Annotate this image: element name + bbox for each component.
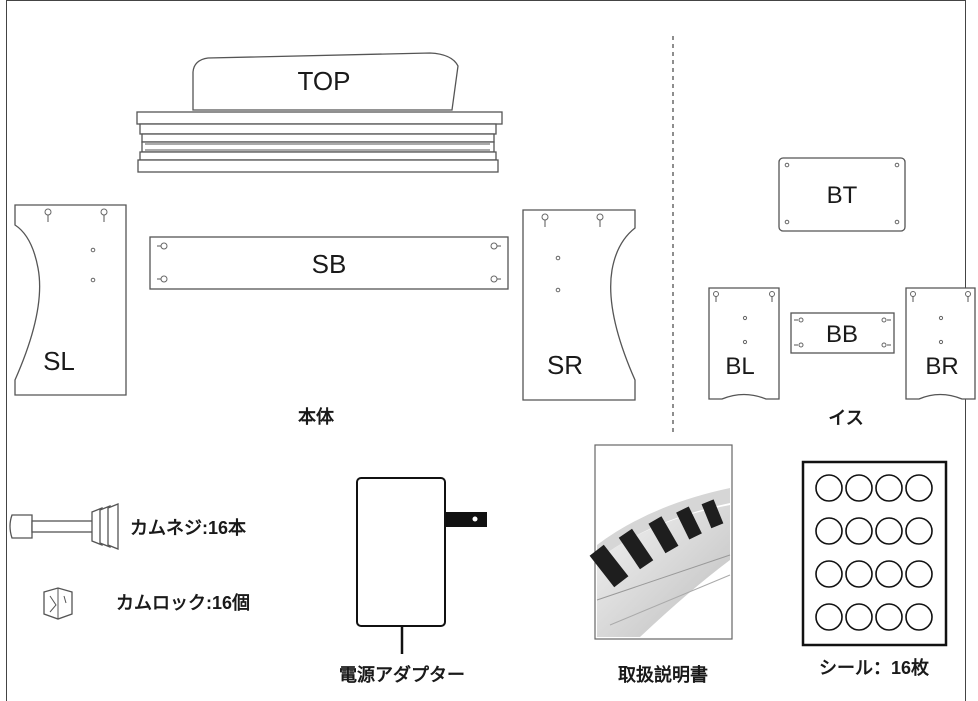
bench-caption: イス xyxy=(828,408,863,428)
part-top-label: TOP xyxy=(298,66,351,96)
part-br: BR xyxy=(905,287,976,400)
part-sl-label: SL xyxy=(43,346,75,376)
part-br-label: BR xyxy=(925,353,958,380)
cam-screw-icon xyxy=(9,503,119,550)
part-bl: BL xyxy=(708,287,780,400)
part-sb-label: SB xyxy=(312,249,347,279)
sticker-label: シール：16枚 xyxy=(819,657,930,678)
part-bb-label: BB xyxy=(826,321,858,348)
part-sl: SL xyxy=(14,204,127,396)
main-unit-caption: 本体 xyxy=(298,406,335,427)
manual-label: 取扱説明書 xyxy=(618,664,708,685)
cam-screw-label: カムネジ:16本 xyxy=(130,517,246,538)
part-bl-label: BL xyxy=(725,353,754,380)
part-sr-label: SR xyxy=(547,350,583,380)
manual-book-icon xyxy=(589,444,733,640)
part-sr: SR xyxy=(522,209,636,401)
sticker-sheet-icon xyxy=(801,460,948,647)
part-bt: BT xyxy=(778,157,906,232)
power-adapter-icon xyxy=(356,477,487,654)
power-adapter-label: 電源アダプター xyxy=(339,664,465,685)
cam-lock-label: カムロック:16個 xyxy=(116,593,250,613)
part-bt-label: BT xyxy=(827,182,858,209)
sticker-circles xyxy=(815,474,933,631)
part-top: TOP xyxy=(136,52,503,173)
part-sb: SB xyxy=(149,236,509,290)
part-bb: BB xyxy=(790,312,895,354)
cam-lock-icon xyxy=(43,587,73,620)
